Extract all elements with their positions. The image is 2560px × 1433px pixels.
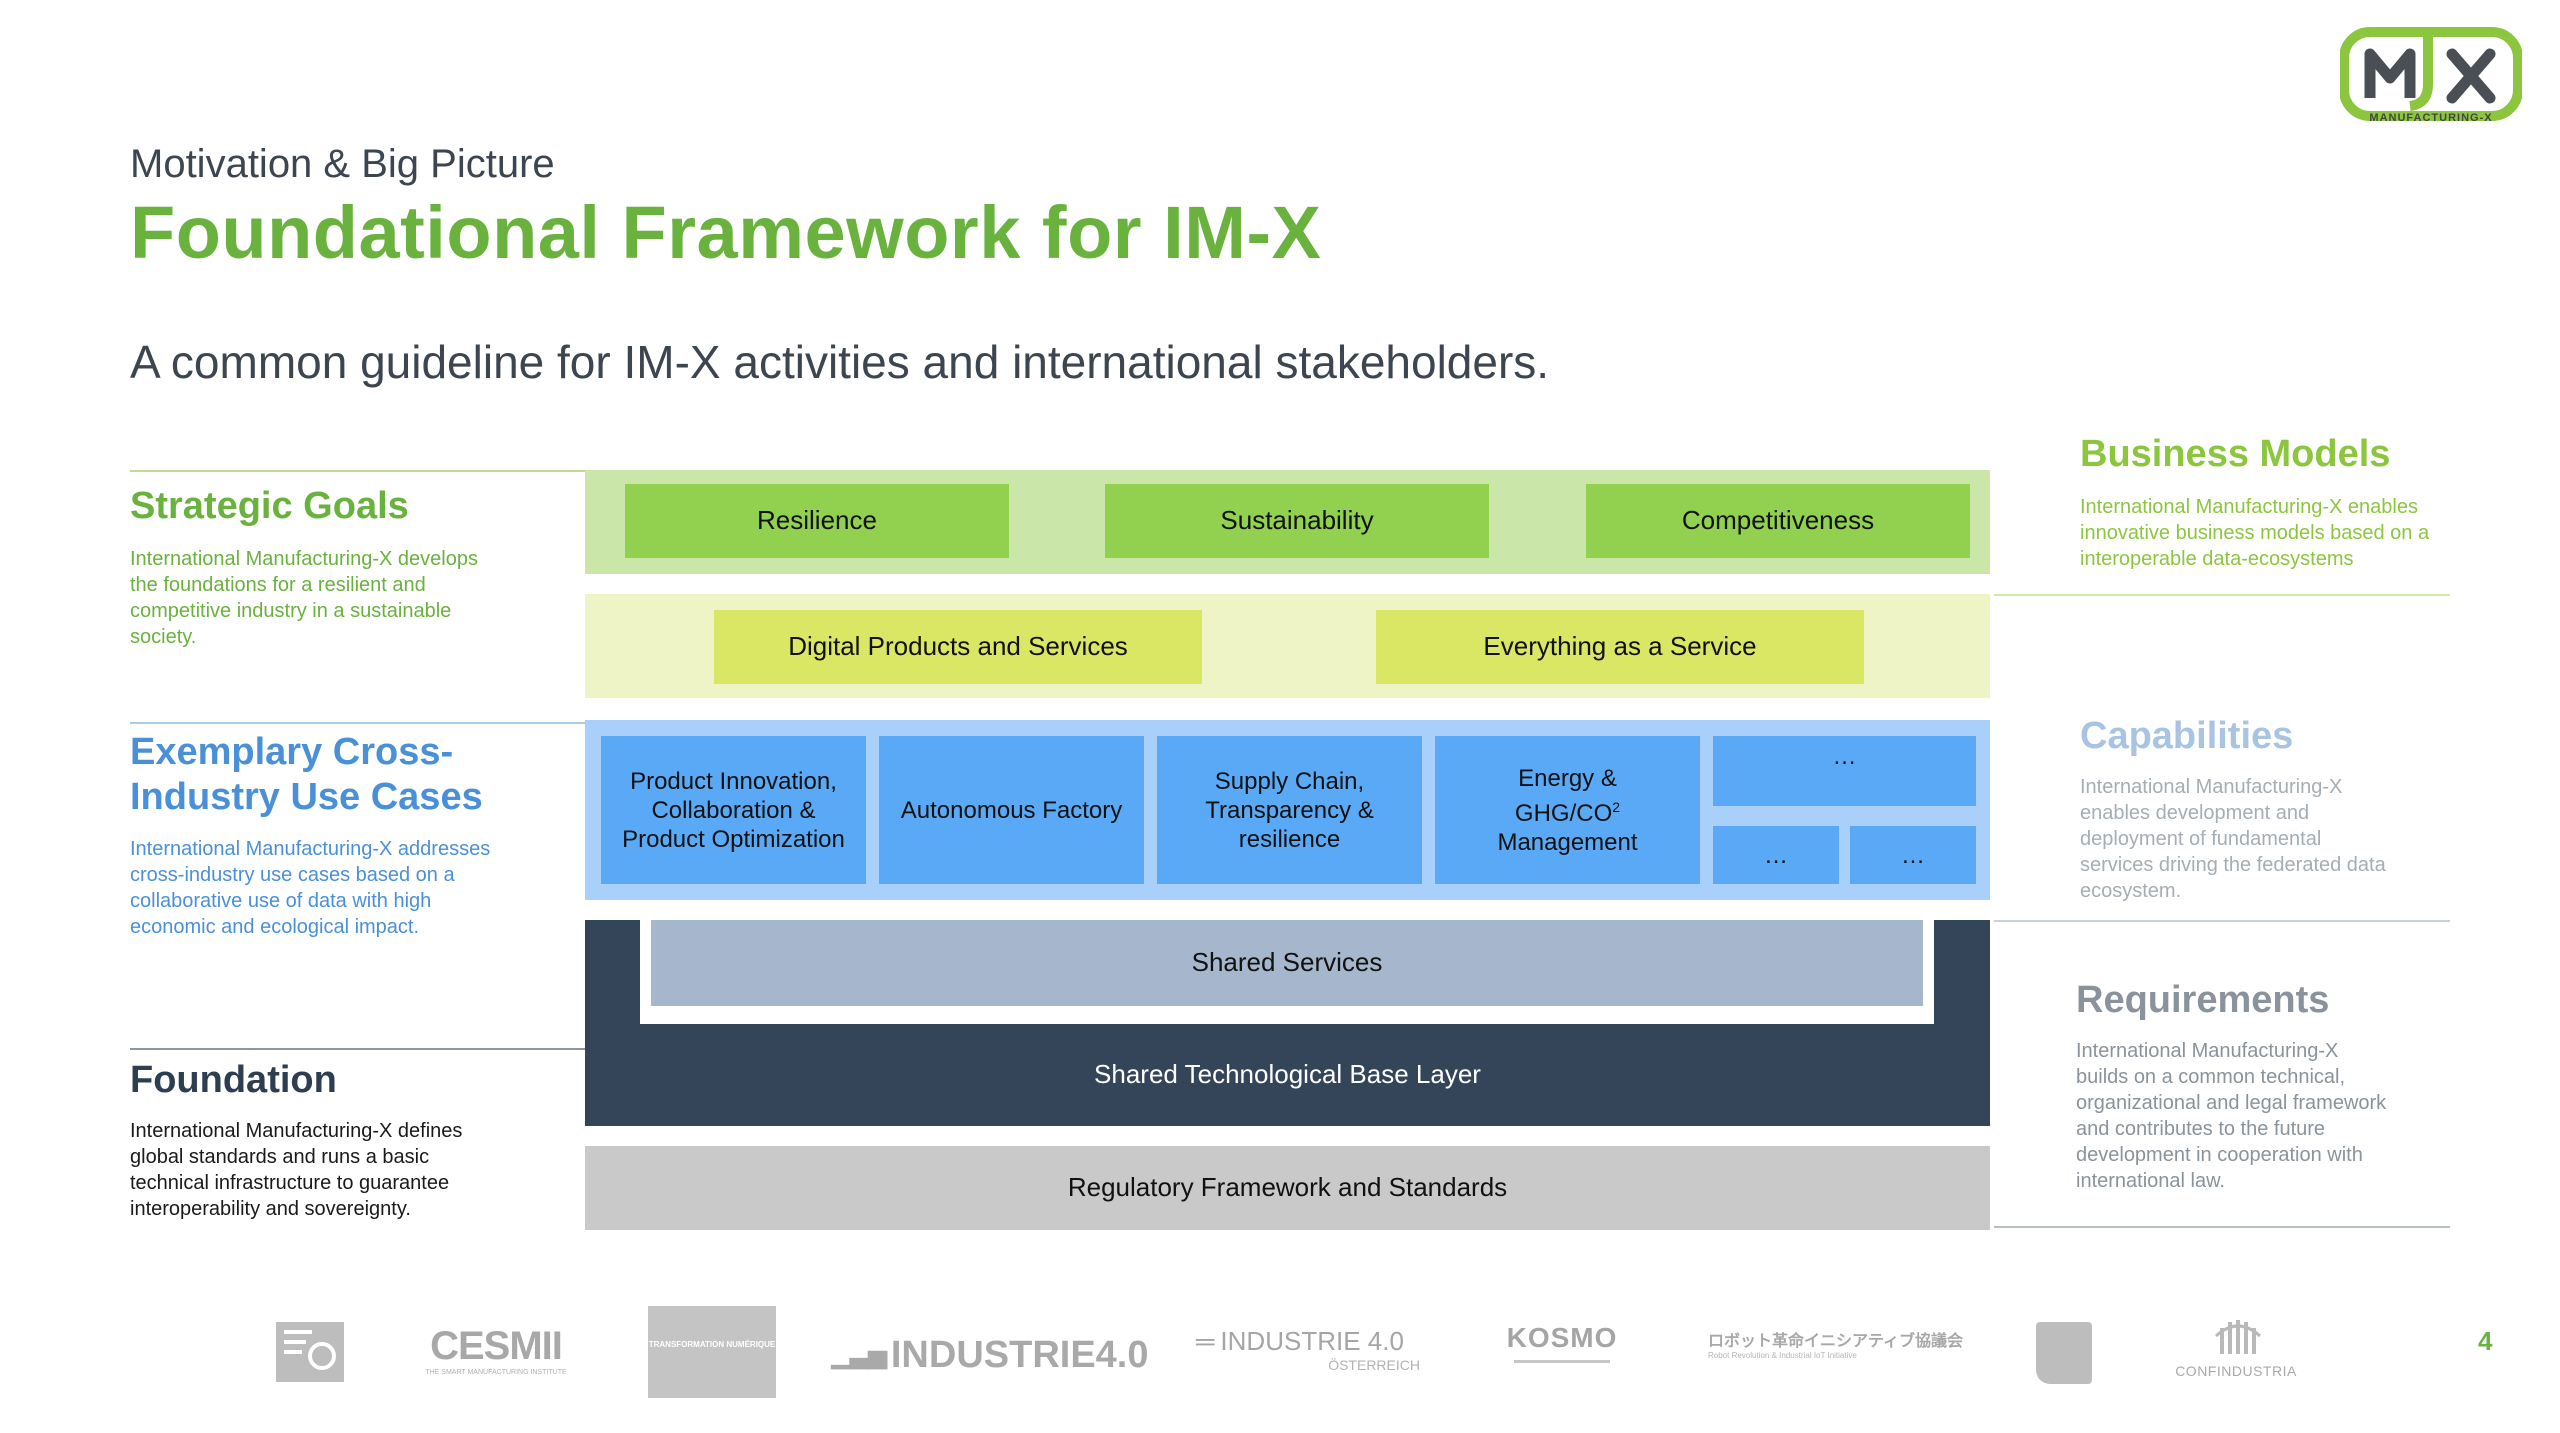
strategic-goals-heading: Strategic Goals bbox=[130, 485, 409, 527]
use-cases-heading: Exemplary Cross- Industry Use Cases bbox=[130, 731, 483, 818]
goal-sustainability: Sustainability bbox=[1105, 484, 1489, 558]
partner-logo-cesmii: CESMII THE SMART MANUFACTURING INSTITUTE bbox=[425, 1324, 567, 1376]
section-kicker: Motivation & Big Picture bbox=[130, 142, 555, 186]
business-models-heading: Business Models bbox=[2080, 433, 2391, 475]
divider bbox=[1994, 594, 2450, 596]
partner-logo-plattform-industrie40: ▁▃▅INDUSTRIE4.0 bbox=[831, 1333, 1149, 1376]
foundation-heading: Foundation bbox=[130, 1059, 337, 1101]
slide-subtitle: A common guideline for IM-X activities a… bbox=[130, 336, 1550, 388]
usecase-more-right: … bbox=[1850, 826, 1976, 884]
use-cases-text: International Manufacturing-X addresses … bbox=[130, 838, 491, 938]
base-layer-label: Shared Technological Base Layer bbox=[1094, 1059, 1481, 1090]
partner-logo-kosmo: KOSMO bbox=[1506, 1322, 1618, 1378]
partner-logo-made-in-sweden bbox=[276, 1322, 344, 1382]
divider bbox=[1994, 920, 2450, 922]
biz-everything-as-a-service: Everything as a Service bbox=[1376, 610, 1864, 684]
business-models-text: International Manufacturing-X enables in… bbox=[2080, 496, 2430, 570]
divider bbox=[1994, 1226, 2450, 1228]
page-number: 4 bbox=[2478, 1326, 2493, 1356]
usecase-more-left: … bbox=[1713, 826, 1839, 884]
partner-logo-confindustria: CONFINDUSTRIA bbox=[2166, 1316, 2306, 1384]
usecase-supply-chain: Supply Chain, Transparency & resilience bbox=[1157, 736, 1422, 884]
requirements-heading: Requirements bbox=[2076, 979, 2330, 1021]
capabilities-heading: Capabilities bbox=[2080, 715, 2294, 757]
goal-competitiveness: Competitiveness bbox=[1586, 484, 1970, 558]
eagle-icon bbox=[2214, 1320, 2262, 1354]
goal-resilience: Resilience bbox=[625, 484, 1009, 558]
usecase-product-innovation: Product Innovation, Collaboration & Prod… bbox=[601, 736, 866, 884]
equals-icon: ═ bbox=[1196, 1326, 1215, 1356]
strategic-goals-text: International Manufacturing-X develops t… bbox=[130, 548, 478, 648]
usecase-more-top: … bbox=[1713, 736, 1976, 806]
divider bbox=[130, 722, 588, 724]
logo-caption: MANUFACTURING-X bbox=[2369, 112, 2493, 124]
partner-logo-france: TRANSFORMATION NUMÉRIQUE bbox=[648, 1306, 776, 1398]
capabilities-text: International Manufacturing-X enables de… bbox=[2080, 776, 2386, 902]
regulatory-framework: Regulatory Framework and Standards bbox=[585, 1146, 1990, 1230]
manufacturing-x-logo bbox=[2340, 27, 2522, 121]
usecase-energy-ghg: Energy & GHG/CO2 Management bbox=[1435, 736, 1700, 884]
foundation-text: International Manufacturing-X defines gl… bbox=[130, 1120, 463, 1220]
biz-digital-products: Digital Products and Services bbox=[714, 610, 1202, 684]
partner-logo-industrie40-austria: ═INDUSTRIE 4.0 ÖSTERREICH bbox=[1196, 1326, 1420, 1373]
shared-services: Shared Services bbox=[651, 920, 1923, 1006]
divider bbox=[130, 1048, 588, 1050]
bars-icon: ▁▃▅ bbox=[831, 1341, 887, 1369]
divider bbox=[130, 470, 588, 472]
requirements-text: International Manufacturing-X builds on … bbox=[2076, 1040, 2387, 1192]
partner-logo-smart-industry bbox=[2036, 1322, 2092, 1384]
usecase-autonomous-factory: Autonomous Factory bbox=[879, 736, 1144, 884]
slide-title: Foundational Framework for IM-X bbox=[130, 191, 1322, 274]
partner-logo-robot-revolution: ロボット革命イニシアティブ協議会 Robot Revolution & Indu… bbox=[1708, 1332, 1964, 1360]
